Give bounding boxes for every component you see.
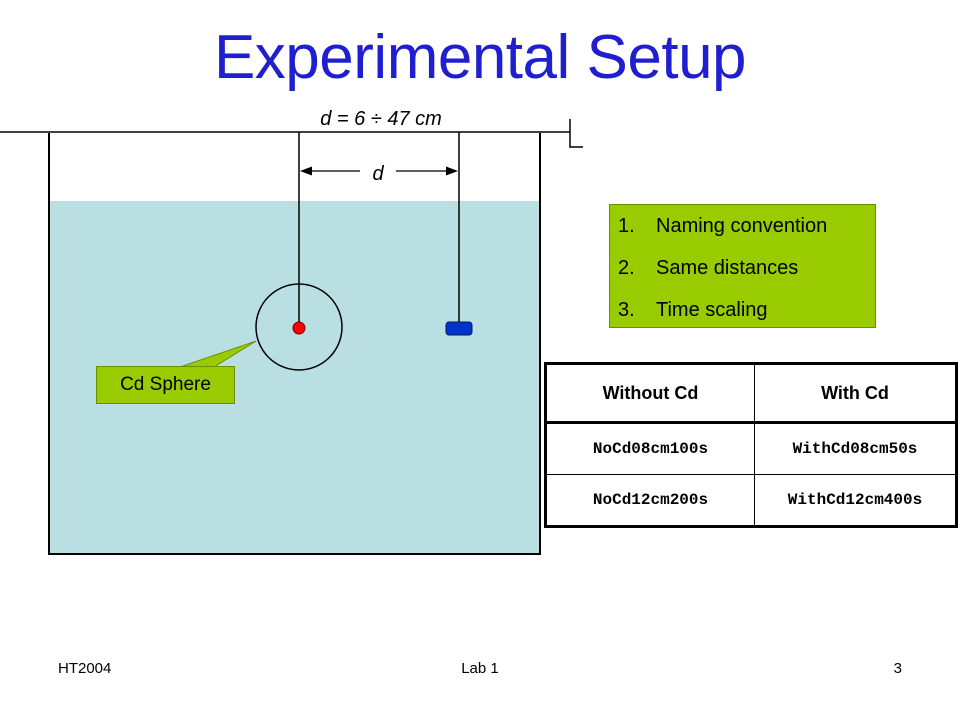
arrow-head-left — [300, 166, 312, 176]
runs-table: Without Cd With Cd NoCd08cm100s WithCd08… — [544, 362, 958, 528]
distance-label: d — [372, 163, 384, 185]
table-row: NoCd08cm100s WithCd08cm50s — [545, 422, 957, 475]
cd-sphere — [255, 283, 343, 371]
footer-course: HT2004 — [58, 660, 112, 677]
source-dot — [292, 321, 306, 335]
note-item: 3.Time scaling — [618, 299, 768, 321]
cd-sphere-callout: Cd Sphere — [96, 366, 235, 404]
slide-title: Experimental Setup — [213, 23, 747, 92]
table-cell: WithCd12cm400s — [754, 474, 957, 527]
footer-lab: Lab 1 — [461, 660, 499, 677]
distance-range-label: d = 6 ÷ 47 cm — [320, 108, 442, 130]
detector — [445, 321, 473, 336]
table-cell: NoCd12cm200s — [545, 474, 755, 527]
arrow-head-right — [446, 166, 458, 176]
table-row: NoCd12cm200s WithCd12cm400s — [545, 474, 957, 527]
header-with-cd: With Cd — [754, 363, 957, 424]
note-item: 2.Same distances — [618, 257, 799, 279]
beam-bracket — [569, 119, 583, 148]
table-cell: NoCd08cm100s — [545, 422, 755, 475]
footer-page-number: 3 — [893, 660, 902, 677]
note-item: 1.Naming convention — [618, 215, 828, 237]
notes-box: 1.Naming convention 2.Same distances 3.T… — [609, 204, 876, 328]
header-without-cd: Without Cd — [545, 363, 755, 424]
table-cell: WithCd08cm50s — [754, 422, 957, 475]
table-header-row: Without Cd With Cd — [545, 363, 957, 424]
